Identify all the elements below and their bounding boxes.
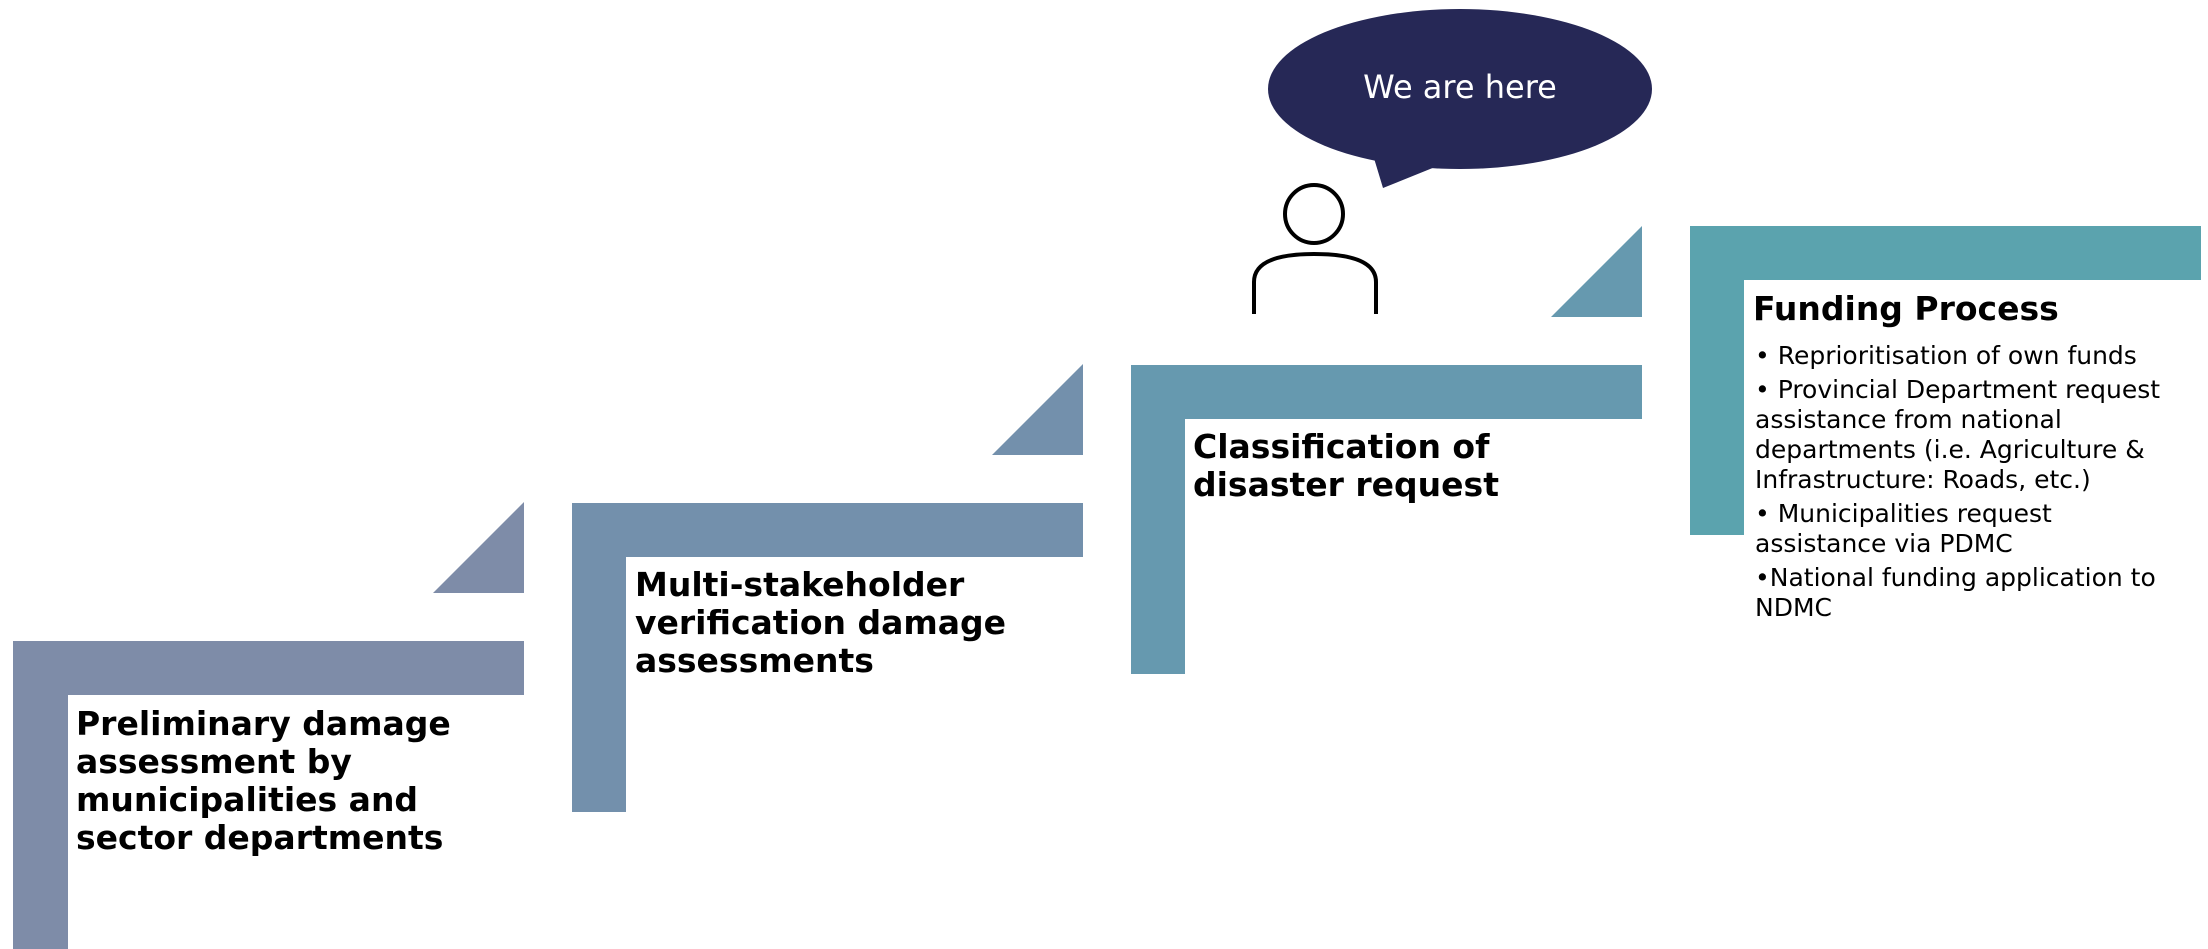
bullet-item: • Municipalities request assistance via … bbox=[1755, 499, 2052, 558]
step-2-title: Multi-stakeholder verification damage as… bbox=[635, 565, 1007, 680]
step-4-title: Funding Process bbox=[1753, 289, 2059, 328]
step-4-bullet-list: • Reprioritisation of own funds • Provin… bbox=[1755, 341, 2190, 627]
bullet-item: • Provincial Department request assistan… bbox=[1755, 375, 2161, 494]
step-3-title: Classification of disaster request bbox=[1193, 427, 1499, 504]
bullet-item: •National funding application to NDMC bbox=[1755, 563, 2156, 622]
step-4-left-bar bbox=[1690, 226, 1744, 535]
step-3-top-bar bbox=[1131, 365, 1642, 419]
step-2-left-bar bbox=[572, 503, 626, 812]
step-4-top-bar bbox=[1690, 226, 2201, 280]
speech-bubble-text: We are here bbox=[1363, 68, 1557, 106]
step-1-left-bar bbox=[13, 641, 68, 949]
speech-bubble bbox=[1268, 9, 1652, 188]
speech-bubble-body bbox=[1268, 9, 1652, 169]
step-3-left-bar bbox=[1131, 365, 1185, 674]
step-1-top-bar bbox=[13, 641, 524, 695]
step-2-corner-triangle bbox=[992, 364, 1083, 455]
person-icon bbox=[1252, 183, 1378, 314]
bullet-item: • Reprioritisation of own funds bbox=[1755, 341, 2137, 370]
step-3-corner-triangle bbox=[1551, 226, 1642, 317]
step-1-title: Preliminary damage assessment by municip… bbox=[76, 704, 451, 857]
step-1-corner-triangle bbox=[433, 502, 524, 593]
step-2-top-bar bbox=[572, 503, 1083, 557]
